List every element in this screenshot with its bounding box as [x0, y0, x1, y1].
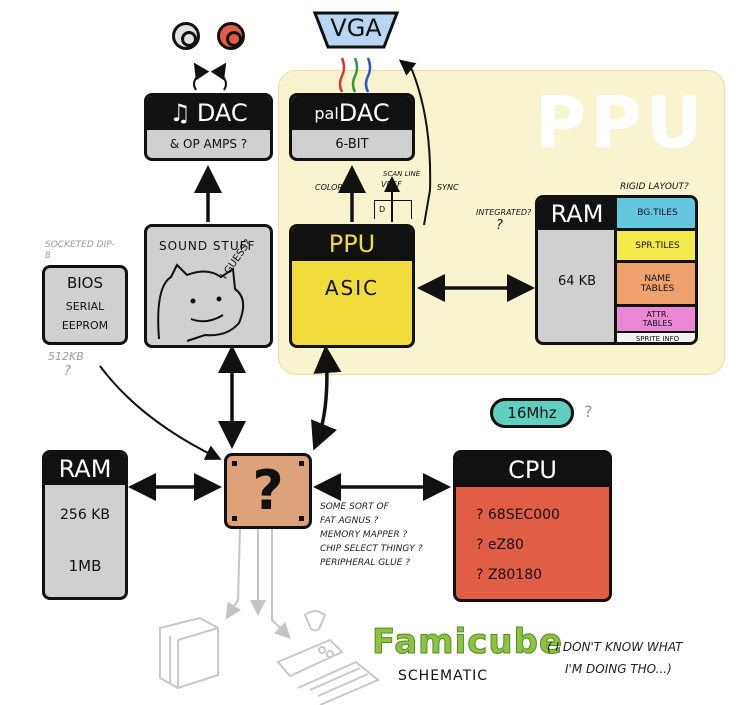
mystery-notes: SOME SORT OF FAT AGNUS ? MEMORY MAPPER ?…: [320, 500, 423, 570]
vref-label: VREF: [381, 180, 402, 189]
note-1: SOME SORT OF: [320, 502, 389, 512]
ppu-region-title: PPU: [535, 82, 707, 164]
paldac-note: 6-BIT: [335, 137, 369, 152]
vram-title: RAM: [550, 200, 604, 228]
cat-face-icon: [157, 263, 245, 342]
mystery-rivet-bl: [232, 516, 237, 521]
sound-line1: SOUND STUFF: [159, 239, 256, 253]
mystery-glyph: ?: [252, 459, 284, 522]
note-3: MEMORY MAPPER ?: [320, 530, 408, 540]
green-signal-line: [351, 57, 359, 93]
ppu-asic-body: ASIC: [324, 276, 380, 300]
audio-out-right-arrow: [210, 62, 227, 91]
aside-note: ( I DON'T KNOW WHAT I'M DOING THO...): [547, 636, 682, 680]
integrated-q: ?: [496, 218, 503, 233]
paldac-prefix: pal: [314, 103, 339, 123]
main-ram-box: RAM 256 KB 1MB: [42, 450, 128, 600]
sync-line: [398, 59, 432, 226]
vram-title-bar: RAM: [538, 198, 616, 230]
mystery-rivet-tr: [299, 461, 304, 466]
aside-line2: I'M DOING THO...): [565, 662, 672, 676]
bios-title: BIOS: [66, 274, 104, 292]
mystery-block: ?: [224, 453, 312, 529]
vga-label: VGA: [330, 14, 382, 42]
integrated-label: INTEGRATED?: [476, 208, 532, 217]
clock-badge: 16Mhz: [490, 398, 574, 428]
bios-size: 512KB: [48, 350, 84, 363]
dac-title: DAC: [196, 99, 248, 127]
vram-box: RAM 64 KB BG.TILES SPR.TILES NAME TABLES…: [535, 195, 698, 345]
cartridge-sketch: [159, 616, 219, 690]
controller-sketch: [276, 610, 344, 678]
ppu-asic-box: PPU ASIC: [289, 224, 415, 348]
clock-q: ?: [584, 402, 593, 421]
sync-label: SYNC: [437, 183, 459, 192]
scanline-label: SCAN LINE: [383, 170, 421, 178]
red-signal-line: [338, 57, 346, 93]
note-4: CHIP SELECT THINGY ?: [320, 544, 423, 554]
bios-line2: EEPROM: [61, 319, 109, 332]
audio-out-left-arrow: [193, 62, 210, 91]
main-ram-title: RAM: [45, 453, 125, 485]
vram-section-name-tables: NAME TABLES: [617, 263, 695, 307]
vram-section-attr-tables: ATTR. TABLES: [617, 307, 695, 333]
ppu-mystery-arrow: [311, 345, 342, 451]
mystery-rivet-tl: [232, 461, 237, 466]
socketed-label: SOCKETED DIP-8: [45, 240, 115, 261]
cpu-box: CPU ? 68SEC000 ? eZ80 ? Z80180: [453, 450, 612, 602]
rigid-layout-label: RIGID LAYOUT?: [620, 182, 689, 192]
cpu-option-1: ? 68SEC000: [476, 507, 560, 523]
main-ram-from: 256 KB: [60, 507, 110, 523]
music-note-icon: ♫: [169, 99, 191, 127]
vram-size: 64 KB: [557, 274, 597, 289]
paldac-title: DAC: [338, 99, 390, 127]
vga-connector: VGA: [312, 10, 400, 50]
note-2: FAT AGNUS ?: [320, 516, 379, 526]
main-ram-to: 1MB: [68, 557, 102, 575]
brand-name: Famicube: [371, 622, 564, 663]
color-label: COLOR: [315, 183, 343, 192]
mystery-rivet-br: [299, 516, 304, 521]
bios-box: BIOS SERIAL EEPROM: [42, 265, 128, 345]
bios-line1: SERIAL: [65, 300, 105, 313]
vram-section-spr-tiles: SPR.TILES: [617, 231, 695, 263]
cpu-title: CPU: [456, 453, 609, 487]
cpu-option-3: ? Z80180: [476, 567, 543, 583]
cpu-option-2: ? eZ80: [476, 537, 524, 553]
peripheral-line-1: [225, 527, 242, 620]
speaker-right-icon: [217, 22, 245, 50]
paldac-box: pal DAC 6-BIT: [289, 93, 415, 161]
peripheral-line-3: [271, 528, 291, 639]
dac-note: & OP AMPS ?: [169, 137, 248, 151]
blue-signal-line: [364, 57, 372, 93]
bios-size-q: ?: [64, 364, 71, 379]
dac-box: ♫ DAC & OP AMPS ?: [144, 93, 273, 161]
vram-section-sprite-info: SPRITE INFO: [617, 333, 695, 342]
d-flipflop: D: [374, 200, 412, 219]
vram-section-bg-tiles: BG.TILES: [617, 198, 695, 231]
sound-box: SOUND STUFF I GUESS?: [144, 224, 273, 348]
note-5: PERIPHERAL GLUE ?: [320, 558, 411, 568]
bios-mystery-line: [99, 365, 222, 460]
clock-label: 16Mhz: [507, 404, 557, 422]
brand-sub: SCHEMATIC: [398, 668, 489, 684]
keyboard-sketch: [297, 660, 380, 705]
vram-divider: [614, 198, 617, 342]
aside-line1: ( I DON'T KNOW WHAT: [547, 640, 683, 654]
speaker-left-icon: [172, 22, 200, 50]
ppu-asic-title: PPU: [292, 227, 412, 261]
